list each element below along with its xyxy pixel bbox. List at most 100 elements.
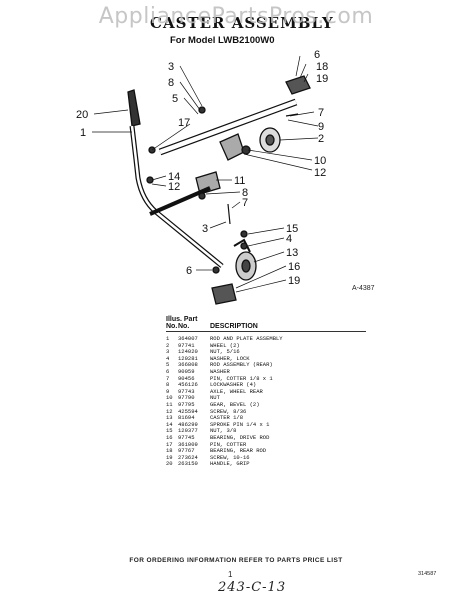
table-cell: ROD ASSEMBLY (REAR) xyxy=(210,361,273,369)
table-cell: 6 xyxy=(166,367,170,375)
page-title: CASTER ASSEMBLY xyxy=(150,14,334,32)
table-cell: 14 xyxy=(166,420,173,428)
exploded-diagram: 6 18 19 3 8 5 7 20 17 9 2 1 10 12 11 14 … xyxy=(76,49,375,305)
callout-label: 13 xyxy=(286,247,298,259)
table-cell: 2 xyxy=(166,341,170,349)
table-cell: 120377 xyxy=(178,427,198,435)
table-cell: NUT, 5/16 xyxy=(210,348,240,356)
table-cell: 16 xyxy=(166,433,173,441)
table-cell: GEAR, BEVEL (2) xyxy=(210,400,260,408)
callout-label: 4 xyxy=(286,233,292,245)
callout-label: 2 xyxy=(318,133,324,145)
table-cell: 97795 xyxy=(178,400,195,408)
column-header: No. xyxy=(178,323,190,330)
table-cell: ROD AND PLATE ASSEMBLY xyxy=(210,335,283,342)
table-cell: 18 xyxy=(166,447,173,455)
callout-label: 5 xyxy=(172,93,178,105)
table-cell: CASTER 1/8 xyxy=(210,414,244,422)
table-cell: SCREW, 8/36 xyxy=(210,407,247,415)
table-cell: AXLE, WHEEL REAR xyxy=(210,387,263,395)
table-cell: 9 xyxy=(166,387,170,395)
table-cell: 425594 xyxy=(178,407,198,415)
table-cell: NUT xyxy=(210,394,220,402)
table-cell: 97745 xyxy=(178,433,195,441)
table-cell: SCREW, 10-16 xyxy=(210,453,250,461)
rear-bearing xyxy=(285,75,311,95)
ordering-footer: FOR ORDERING INFORMATION REFER TO PARTS … xyxy=(129,557,343,564)
table-header: No. No. DESCRIPTION xyxy=(166,323,366,332)
table-cell: WHEEL (2) xyxy=(210,341,240,349)
callout-label: 6 xyxy=(314,49,320,61)
table-cell: 10 xyxy=(166,394,173,402)
table-cell: 20 xyxy=(166,460,173,468)
table-cell: 273624 xyxy=(178,453,198,461)
table-cell: 120281 xyxy=(178,354,198,362)
column-header: No. xyxy=(166,323,178,330)
callout-label: 7 xyxy=(318,107,324,119)
callout-label: 14 xyxy=(168,171,180,183)
callout-label: 16 xyxy=(288,261,300,273)
table-cell: 12 xyxy=(166,407,173,415)
table-cell: HANDLE, GRIP xyxy=(210,460,250,468)
table-header-line1: Illus. Part xyxy=(166,316,198,323)
callout-label: 15 xyxy=(286,223,298,235)
table-cell: 366808 xyxy=(178,361,198,369)
table-cell: 90456 xyxy=(178,374,195,382)
callout-label: 9 xyxy=(318,121,324,133)
drive-rod xyxy=(149,186,211,216)
table-cell: 1 xyxy=(166,335,170,342)
table-cell: BEARING, REAR ROD xyxy=(210,447,267,455)
table-row: 14 486299 SPROKE PIN 1/4 x 1 xyxy=(166,420,366,429)
table-row: 5 366808 ROD ASSEMBLY (REAR) xyxy=(166,362,366,369)
table-cell: PIN, COTTER xyxy=(210,440,247,448)
table-row: 12 425594 SCREW, 8/36 xyxy=(166,407,366,416)
table-cell: 4 xyxy=(166,354,170,362)
table-row: 20 263150 HANDLE, GRIP xyxy=(166,461,366,468)
table-cell: 97790 xyxy=(178,394,195,402)
callout-label: 11 xyxy=(234,175,245,187)
table-cell: 456126 xyxy=(178,381,198,389)
callout-label: 19 xyxy=(316,73,328,85)
table-cell: 15 xyxy=(166,427,173,435)
model-subtitle: For Model LWB2100W0 xyxy=(170,35,275,46)
callout-label: 8 xyxy=(168,77,174,89)
table-cell: 486299 xyxy=(178,420,198,428)
table-cell: 5 xyxy=(166,361,170,369)
table-row: 10 97790 NUT xyxy=(166,395,366,402)
table-cell: 90059 xyxy=(178,367,195,375)
callout-label: 12 xyxy=(314,167,326,179)
watermark: AppliancePartsPros.com xyxy=(98,4,374,29)
table-cell: 81694 xyxy=(178,414,195,422)
table-cell: WASHER, LOCK xyxy=(210,354,250,362)
callout-label: 12 xyxy=(168,181,180,193)
table-cell: 7 xyxy=(166,374,170,382)
table-cell: 263150 xyxy=(178,460,198,468)
callout-label: 8 xyxy=(242,187,248,199)
table-cell: PIN, COTTER 1/8 x 1 xyxy=(210,374,273,382)
callout-label: 17 xyxy=(178,117,190,129)
gear-bracket xyxy=(219,133,245,161)
table-row: 1 364007 ROD AND PLATE ASSEMBLY xyxy=(166,335,366,343)
callout-labels: 6 18 19 3 8 5 7 20 17 9 2 1 10 12 11 14 … xyxy=(76,49,328,287)
table-cell: 17 xyxy=(166,440,173,448)
column-header: DESCRIPTION xyxy=(210,323,258,330)
callout-label: 18 xyxy=(316,61,328,73)
table-cell: 8 xyxy=(166,381,170,389)
table-cell: SPROKE PIN 1/4 x 1 xyxy=(210,420,270,428)
table-cell: 124020 xyxy=(178,348,198,356)
table-row: 18 97767 BEARING, REAR ROD xyxy=(166,447,366,455)
diagram-parts xyxy=(92,55,319,305)
table-row: 7 90456 PIN, COTTER 1/8 x 1 xyxy=(166,374,366,383)
table-cell: 97767 xyxy=(178,447,195,455)
table-cell: 364007 xyxy=(178,335,198,342)
figure-reference: A-4387 xyxy=(352,285,375,292)
